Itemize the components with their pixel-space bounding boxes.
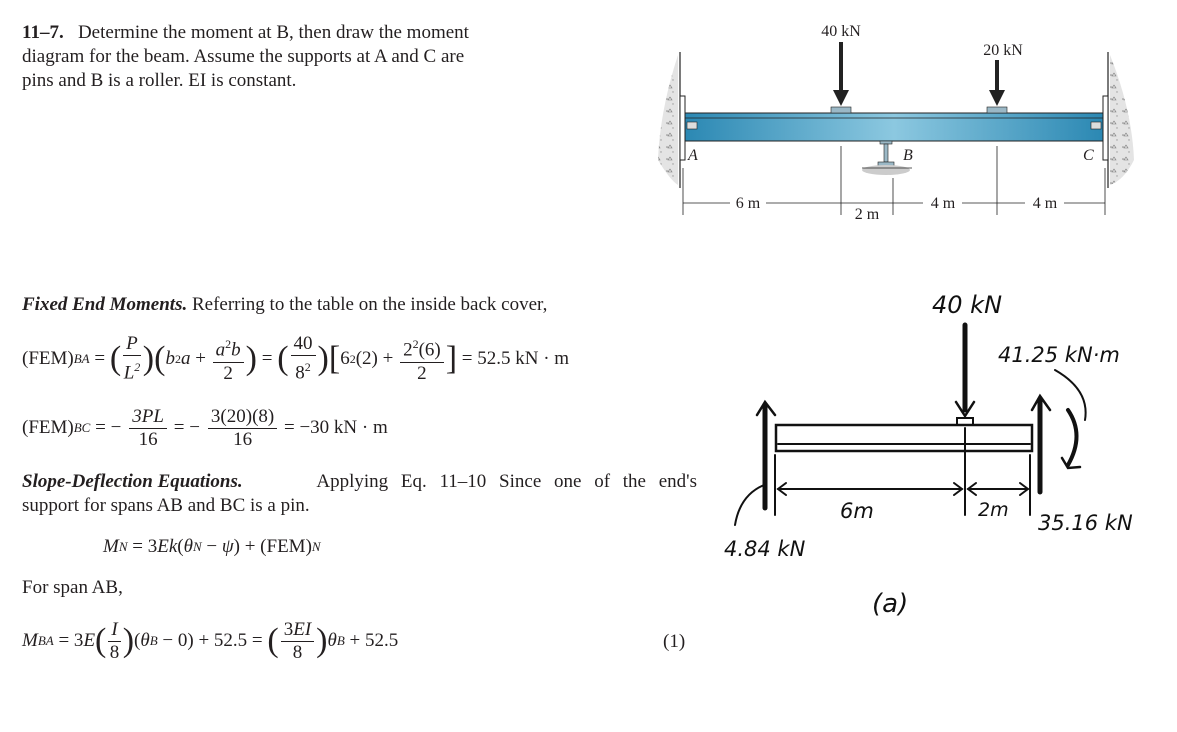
roller-support-b (862, 165, 910, 175)
span-ab-label: For span AB, (22, 577, 123, 598)
fem-bc-den1: 16 (138, 428, 158, 450)
dim-2m: 2 m (855, 206, 880, 223)
fbd-dim-2m: 2m (978, 499, 1009, 521)
fem-intro-text: Referring to the table on the inside bac… (191, 294, 548, 315)
load-label-20kn: 20 kN (983, 42, 1023, 59)
fbd-right-reaction-label: 35.16 kN (1038, 511, 1133, 535)
label-b: B (903, 147, 913, 164)
fem-bc-result: = −30 kN · m (283, 417, 388, 438)
slope-text-1: Applying Eq. 11–10 Since one of the end'… (316, 471, 697, 492)
fem-intro: Fixed End Moments. Referring to the tabl… (22, 293, 547, 317)
slope-heading: Slope-Deflection Equations. (22, 471, 243, 492)
problem-number: 11–7. (22, 22, 64, 43)
fbd-load-label: 40 kN (932, 291, 1002, 319)
fem-bc-num1: 3PL (129, 406, 167, 429)
fem-bc-lhs: (FEM) (22, 417, 74, 438)
slope-text-2: support for spans AB and BC is a pin. (22, 495, 310, 516)
steel-beam (684, 112, 1104, 142)
fbd-moment-label: 41.25 kN·m (998, 343, 1120, 367)
moment-arrow (1066, 408, 1079, 467)
problem-statement: 11–7. Determine the moment at B, then dr… (22, 21, 469, 93)
problem-line-1: 11–7. Determine the moment at B, then dr… (22, 21, 469, 45)
fbd-dim-6m: 6m (840, 499, 874, 523)
fbd-left-reaction-label: 4.84 kN (724, 537, 806, 561)
fem-bc-sub: BC (73, 420, 91, 435)
fbd-beam (774, 423, 1034, 453)
fem-bc-den2: 16 (233, 428, 253, 450)
right-wall (1110, 55, 1134, 185)
beam-figure: 40 kN 20 kN A B C 6 m 2 m 4 m 4 m (658, 23, 1134, 223)
problem-text-1: Determine the moment at B, then draw the… (77, 22, 469, 43)
dim-4m-right: 4 m (1033, 195, 1058, 212)
slope-intro: Slope-Deflection Equations. Applying Eq. … (22, 470, 697, 518)
fem-ba-result: = 52.5 kN · m (461, 348, 570, 369)
fem-heading: Fixed End Moments. (22, 294, 188, 315)
fem-ba-sub: BA (73, 351, 90, 366)
free-body-diagram: 40 kN 41.25 kN·m 6m 2m 35.16 kN 4.84 kN … (724, 291, 1133, 619)
left-wall (658, 55, 678, 185)
equation-number-1: (1) (663, 631, 686, 652)
fbd-caption: (a) (872, 589, 908, 619)
dim-6m: 6 m (736, 195, 761, 212)
load-label-40kn: 40 kN (821, 23, 861, 40)
problem-line-3: pins and B is a roller. EI is constant. (22, 70, 297, 91)
fem-bc-num2: 3(20)(8) (207, 406, 278, 429)
fem-ba-lhs: (FEM) (22, 348, 74, 369)
label-c: C (1083, 147, 1094, 164)
dim-4m-left: 4 m (931, 195, 956, 212)
problem-line-2: diagram for the beam. Assume the support… (22, 46, 465, 67)
label-a: A (687, 147, 698, 164)
